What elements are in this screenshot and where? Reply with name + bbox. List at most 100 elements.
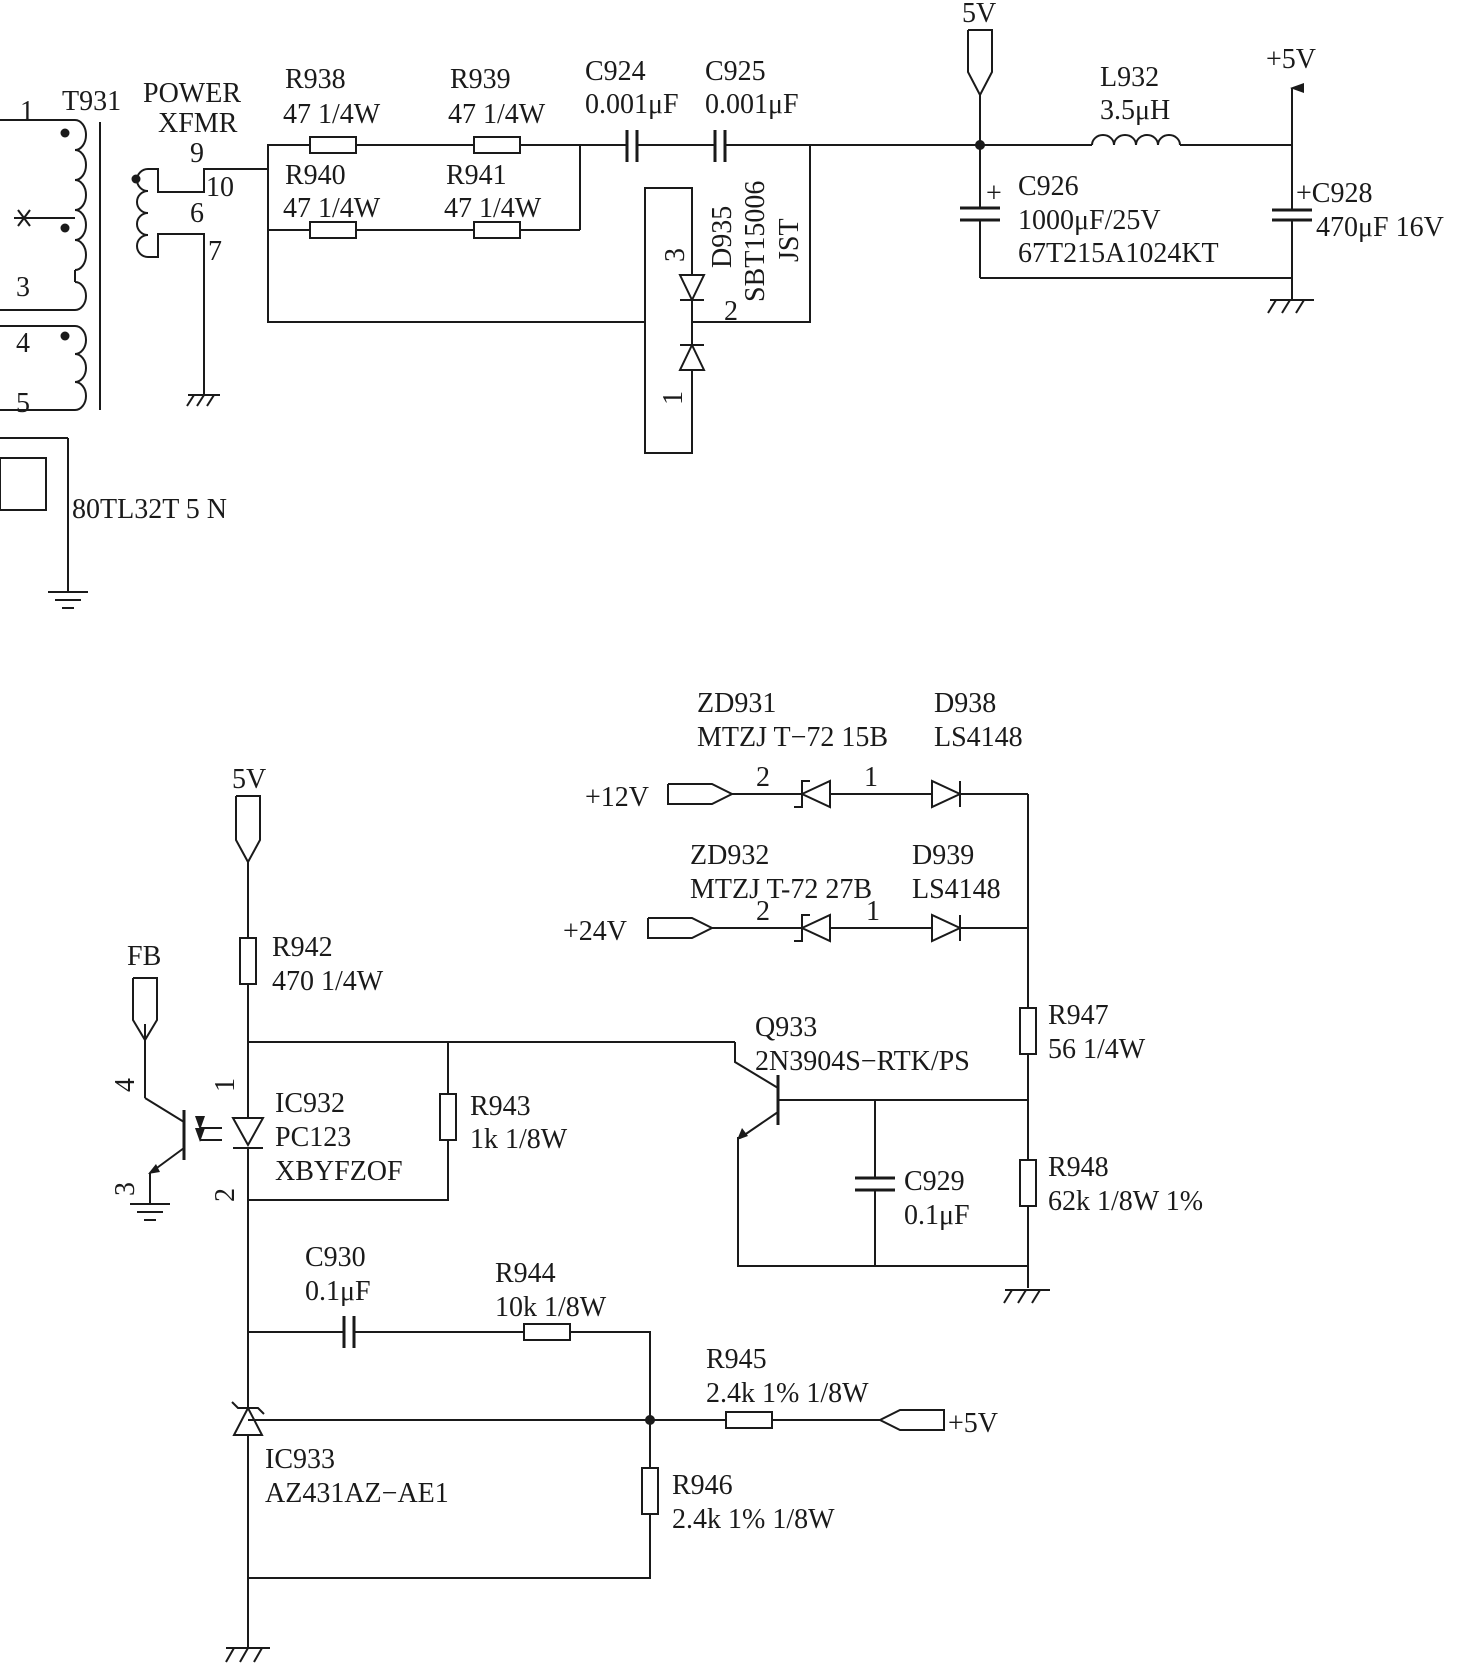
r943-ref: R943 — [470, 1091, 531, 1122]
zd932-pin1: 1 — [866, 896, 880, 927]
d939-part: LS4148 — [912, 874, 1001, 905]
r943-value: 1k 1/8W — [470, 1124, 568, 1155]
ic933-part: AZ431AZ−AE1 — [265, 1478, 449, 1509]
t931-pin4: 4 — [16, 328, 30, 359]
optocoupler-ic932 — [144, 1024, 265, 1204]
label-plus5v-top: +5V — [1266, 44, 1316, 75]
zd931-ref: ZD931 — [697, 688, 776, 719]
c928-ref: +C928 — [1296, 178, 1372, 209]
c929-ref: C929 — [904, 1166, 965, 1197]
d935-ref: D935 — [707, 206, 738, 268]
d935-suffix: JST — [774, 218, 805, 262]
q933-part: 2N3904S−RTK/PS — [755, 1046, 970, 1077]
capacitor-c929 — [855, 1100, 895, 1266]
ic932-pin2: 2 — [210, 1188, 241, 1202]
r944-ref: R944 — [495, 1258, 556, 1289]
resistor-r941 — [473, 221, 521, 239]
resistor-r940 — [309, 221, 357, 239]
t931-pin9: 9 — [190, 138, 204, 169]
label-fb: FB — [127, 941, 161, 972]
r948-ref: R948 — [1048, 1152, 1109, 1183]
r945-ref: R945 — [706, 1344, 767, 1375]
c925-value: 0.001μF — [705, 89, 799, 120]
diode-d935 — [644, 145, 811, 454]
inductor-l932 — [980, 134, 1292, 146]
r947-value: 56 1/4W — [1048, 1034, 1146, 1065]
ic933-ref: IC933 — [265, 1444, 335, 1475]
connector-plus12v — [667, 783, 802, 805]
t931-name-line1: POWER — [143, 78, 241, 109]
snubber-wires — [267, 144, 645, 323]
ground-bottom — [225, 1647, 270, 1663]
ic932-ref: IC932 — [275, 1088, 345, 1119]
r947-ref: R947 — [1048, 1000, 1109, 1031]
label-plus12v: +12V — [585, 782, 649, 813]
zd932-part: MTZJ T-72 27B — [690, 874, 872, 905]
r938-ref: R938 — [285, 64, 346, 95]
capacitor-c924 — [625, 130, 715, 162]
t931-pin6: 6 — [190, 198, 204, 229]
label-5v-bottom: 5V — [232, 764, 266, 795]
resistor-r948 — [1019, 1159, 1037, 1207]
zd931-pin2: 2 — [756, 762, 770, 793]
ground-core — [48, 591, 88, 609]
shunt-regulator-ic933 — [231, 1401, 268, 1436]
d935-pin1: 1 — [658, 391, 689, 405]
ground-transformer-pin7 — [186, 394, 220, 407]
q933-ref: Q933 — [755, 1012, 817, 1043]
resistor-r945 — [725, 1411, 773, 1429]
c925-ref: C925 — [705, 56, 766, 87]
r939-ref: R939 — [450, 64, 511, 95]
c926-ref: C926 — [1018, 171, 1079, 202]
l932-ref: L932 — [1100, 62, 1159, 93]
ic932-code: XBYFZOF — [275, 1156, 403, 1187]
ic932-part: PC123 — [275, 1122, 351, 1153]
r940-ref: R940 — [285, 160, 346, 191]
label-plus5v-bottom: +5V — [948, 1408, 998, 1439]
capacitor-c926 — [960, 145, 1292, 279]
capacitor-c925 — [713, 130, 981, 162]
diode-d939 — [931, 913, 1028, 943]
connector-plus24v — [647, 917, 802, 939]
ic932-pin4: 4 — [110, 1078, 141, 1092]
t931-name-line2: XFMR — [158, 108, 238, 139]
r942-ref: R942 — [272, 932, 333, 963]
resistor-r944 — [523, 1323, 571, 1341]
d935-part: SBT15006 — [740, 181, 771, 302]
r940-value: 47 1/4W — [283, 193, 381, 224]
right-rail-wires — [778, 794, 1029, 1288]
r942-value: 470 1/4W — [272, 966, 384, 997]
d935-pin2: 2 — [724, 296, 738, 327]
c924-value: 0.001μF — [585, 89, 679, 120]
compensation-wires — [248, 1331, 880, 1579]
connector-5v-top — [967, 29, 993, 145]
zener-zd932 — [794, 913, 932, 943]
r946-ref: R946 — [672, 1470, 733, 1501]
t931-pin3: 3 — [16, 272, 30, 303]
resistor-r938 — [309, 136, 357, 154]
transformer-t931 — [0, 119, 268, 592]
r941-value: 47 1/4W — [444, 193, 542, 224]
resistor-r943 — [439, 1093, 457, 1141]
ic932-pin3: 3 — [110, 1182, 141, 1196]
c924-ref: C924 — [585, 56, 646, 87]
d938-part: LS4148 — [934, 722, 1023, 753]
r939-value: 47 1/4W — [448, 99, 546, 130]
capacitor-c930 — [342, 1316, 356, 1348]
r941-ref: R941 — [446, 160, 507, 191]
r944-value: 10k 1/8W — [495, 1292, 607, 1323]
c930-value: 0.1μF — [305, 1276, 371, 1307]
r945-value: 2.4k 1% 1/8W — [706, 1378, 869, 1409]
d935-pin3: 3 — [660, 248, 691, 262]
main-vertical-wire — [247, 984, 735, 1648]
t931-ref: T931 — [62, 86, 121, 117]
ground-top-right — [1267, 299, 1314, 314]
c930-ref: C930 — [305, 1242, 366, 1273]
r938-value: 47 1/4W — [283, 99, 381, 130]
t931-part: 80TL32T 5 N — [72, 494, 227, 525]
label-plus24v: +24V — [563, 916, 627, 947]
zd932-pin2: 2 — [756, 896, 770, 927]
ground-q933 — [1003, 1289, 1050, 1304]
junction-ref-node — [645, 1415, 655, 1425]
